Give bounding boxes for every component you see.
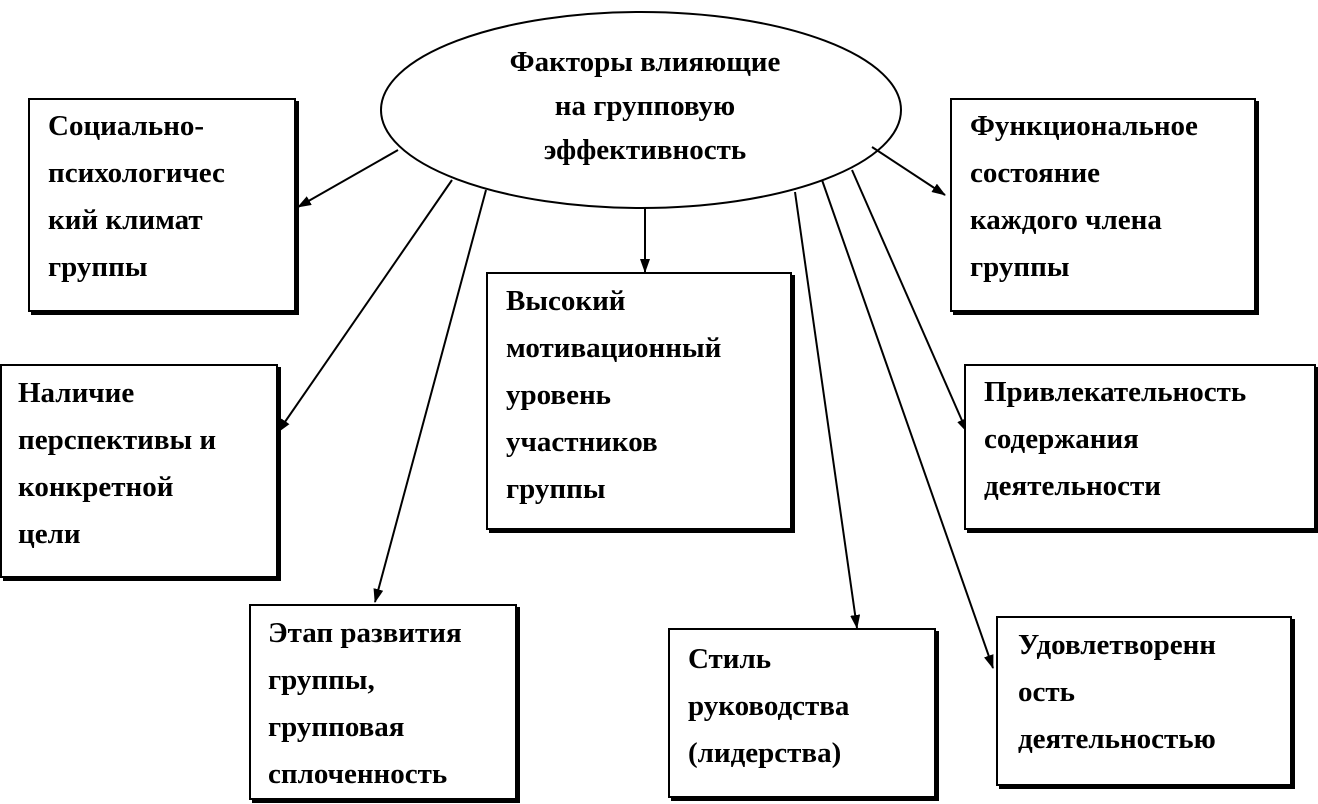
factor-label-satisfaction: Удовлетворенн ость деятельностью — [1018, 629, 1216, 755]
arrow-to-functional-state — [871, 146, 946, 196]
center-title: Факторы влияющие на групповую эффективно… — [509, 46, 781, 166]
arrow-to-perspective — [277, 179, 453, 433]
factor-label-climate: Социально- психологичес кий климат групп… — [48, 110, 225, 283]
factor-box-functional-state — [950, 98, 1256, 312]
factor-label-leadership: Стиль руководства (лидерства) — [688, 643, 850, 769]
factor-box-leadership — [668, 628, 936, 798]
factor-label-functional-state: Функциональное состояние каждого члена г… — [970, 110, 1198, 283]
arrow-to-attractiveness — [851, 169, 968, 433]
factor-box-climate — [28, 98, 296, 312]
arrow-to-climate — [297, 149, 399, 208]
factor-label-stage: Этап развития группы, групповая сплоченн… — [268, 617, 462, 790]
factor-label-perspective: Наличие перспективы и конкретной цели — [18, 377, 217, 550]
factor-box-perspective — [0, 364, 278, 578]
arrow-to-stage — [373, 189, 487, 603]
factor-box-stage — [249, 604, 517, 800]
factor-label-attractiveness: Привлекательность содержания деятельност… — [984, 376, 1247, 502]
factor-box-motivation — [486, 272, 792, 530]
factor-label-motivation: Высокий мотивационный уровень участников… — [506, 285, 722, 505]
factor-box-satisfaction — [996, 616, 1292, 786]
factor-box-attractiveness — [964, 364, 1316, 530]
arrow-to-satisfaction — [821, 179, 994, 669]
center-ellipse — [380, 11, 902, 209]
arrow-to-leadership — [794, 191, 861, 629]
